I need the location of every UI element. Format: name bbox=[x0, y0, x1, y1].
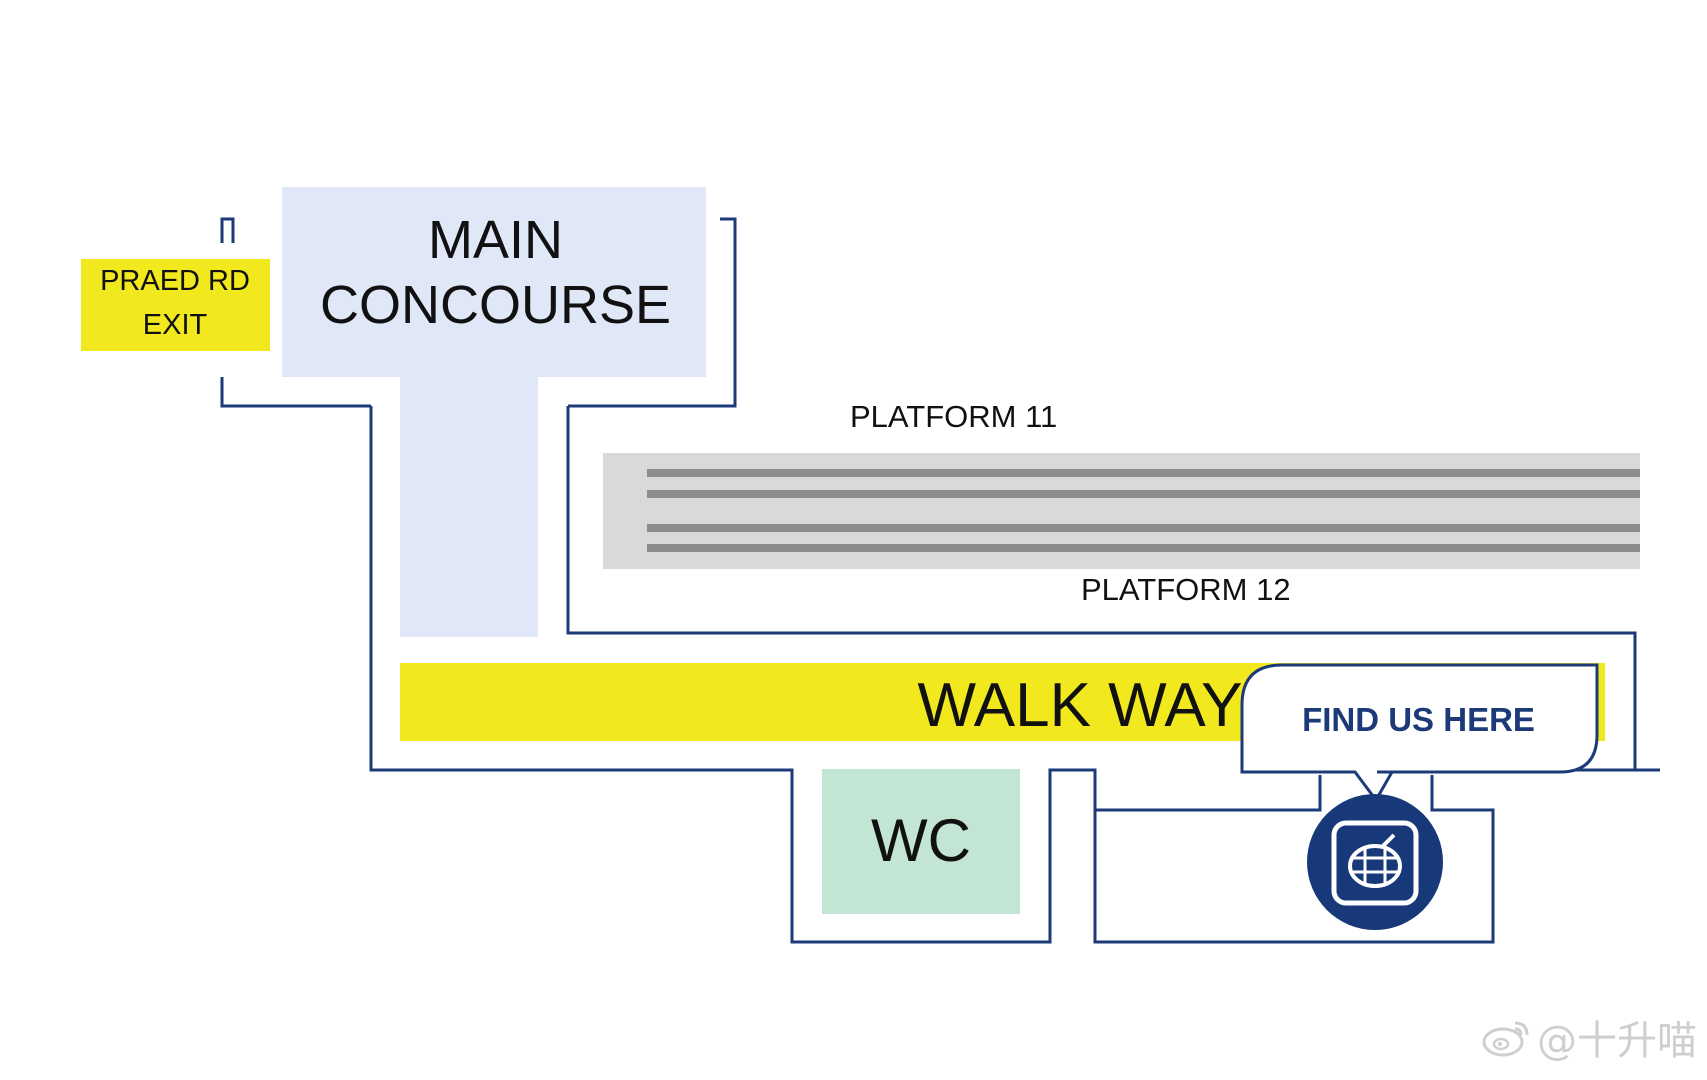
outline-right-bracket bbox=[568, 217, 737, 408]
main-concourse-label: MAIN CONCOURSE bbox=[283, 208, 708, 338]
exit-line-1: PRAED RD bbox=[100, 265, 250, 297]
watermark-text: @十升喵 bbox=[1537, 1018, 1697, 1064]
find-us-callout bbox=[1240, 663, 1599, 803]
watermark: @十升喵 bbox=[1481, 1008, 1697, 1066]
track-3 bbox=[647, 524, 1640, 532]
station-outline bbox=[369, 406, 1660, 944]
track-1 bbox=[647, 469, 1640, 477]
weibo-logo-icon bbox=[1482, 1021, 1529, 1057]
platform-12-label: PLATFORM 12 bbox=[1081, 572, 1291, 607]
find-us-here-label: FIND US HERE bbox=[1302, 701, 1535, 738]
lounge-globe-icon bbox=[1307, 794, 1443, 930]
main-concourse-area bbox=[282, 187, 706, 377]
praed-rd-exit-area bbox=[81, 259, 270, 351]
main-concourse-line-1: MAIN bbox=[428, 210, 563, 270]
main-concourse-line-2: CONCOURSE bbox=[319, 275, 672, 335]
exit-line-2: EXIT bbox=[142, 309, 208, 341]
concourse-corridor bbox=[400, 377, 538, 637]
wc-label: WC bbox=[871, 807, 971, 874]
walkway-label: WALK WAY bbox=[917, 671, 1243, 740]
platform-11-label: PLATFORM 11 bbox=[850, 399, 1058, 434]
lounge-room-outline bbox=[1093, 775, 1495, 944]
praed-rd-exit-label: PRAED RD EXIT bbox=[81, 259, 269, 347]
track-4 bbox=[647, 544, 1640, 552]
wc-area bbox=[822, 769, 1020, 914]
track-2 bbox=[647, 490, 1640, 498]
